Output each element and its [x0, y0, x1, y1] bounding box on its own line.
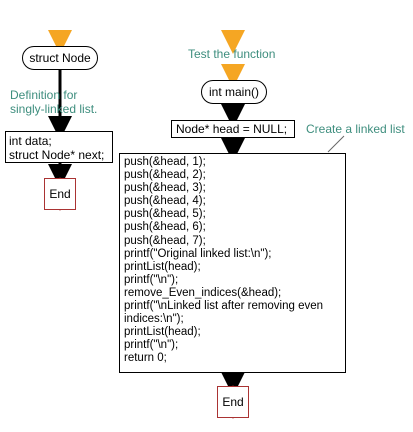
end-label-left: End	[49, 187, 71, 201]
end-box-right: End	[217, 386, 249, 418]
head-declaration-box: Node* head = NULL;	[171, 120, 295, 138]
code-line: printf("\n");	[124, 273, 179, 286]
code-line: push(&head, 7);	[124, 234, 206, 247]
definition-note-line2: singly-linked list.	[10, 102, 98, 116]
head-declaration: Node* head = NULL;	[176, 122, 288, 136]
struct-fields-box: int data; struct Node* next;	[5, 131, 113, 163]
struct-node-terminal: struct Node	[22, 46, 98, 70]
code-line: push(&head, 6);	[124, 221, 206, 234]
code-line: push(&head, 5);	[124, 208, 206, 221]
code-line: remove_Even_indices(&head);	[124, 286, 282, 299]
main-label: int main()	[208, 85, 259, 99]
create-list-note: Create a linked list	[306, 122, 405, 136]
field-next: struct Node* next;	[9, 148, 105, 162]
code-line: printList(head);	[124, 260, 201, 273]
end-box-left: End	[44, 178, 76, 210]
code-line: printf("\nLinked list after removing eve…	[124, 300, 324, 313]
code-line: printf("Original linked list:\n");	[124, 247, 272, 260]
code-line: printList(head);	[124, 326, 201, 339]
code-line: printf("\n");	[124, 339, 179, 352]
code-line: indices:\n");	[124, 313, 184, 326]
test-function-note: Test the function	[188, 47, 276, 61]
field-data: int data;	[9, 134, 52, 148]
note-pointer-create	[327, 135, 345, 153]
code-line: push(&head, 3);	[124, 182, 206, 195]
code-line: push(&head, 4);	[124, 195, 206, 208]
code-line: push(&head, 2);	[124, 169, 206, 182]
main-body-box: push(&head, 1); push(&head, 2); push(&he…	[119, 153, 346, 373]
struct-node-label: struct Node	[29, 51, 91, 65]
definition-note-line1: Definition for	[10, 88, 78, 102]
end-label-right: End	[222, 395, 244, 409]
main-terminal: int main()	[201, 80, 267, 104]
code-line: push(&head, 1);	[124, 156, 206, 168]
code-line: return 0;	[124, 352, 167, 365]
